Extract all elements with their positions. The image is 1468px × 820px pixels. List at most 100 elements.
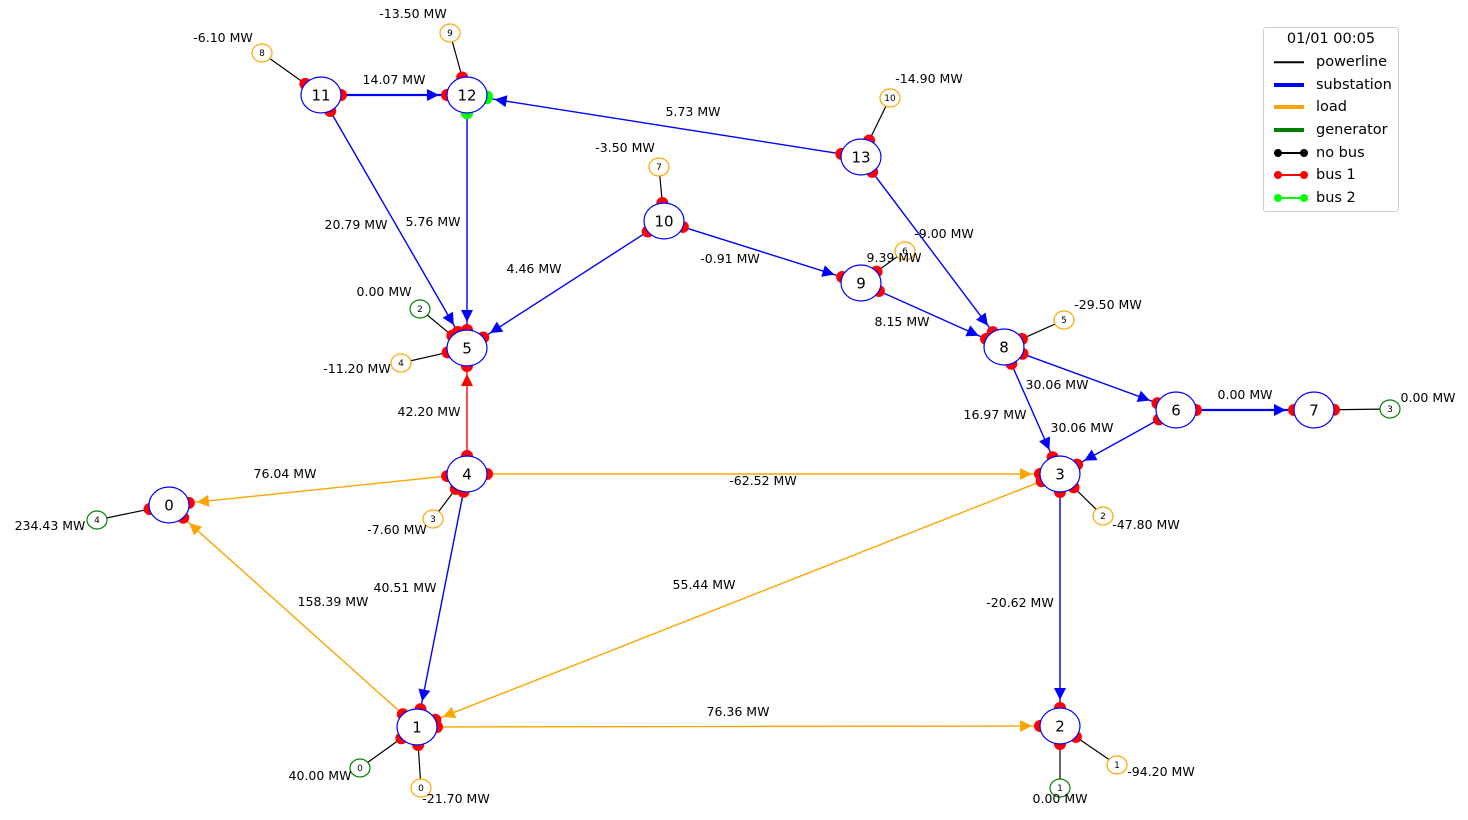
gen-3[interactable]: 3 xyxy=(1333,399,1401,419)
load-8[interactable]: 8 xyxy=(251,43,306,85)
load-9[interactable]: 9 xyxy=(439,23,463,78)
powerline-1-2[interactable] xyxy=(436,720,1041,733)
powerline-11-12[interactable] xyxy=(341,89,447,101)
powerline-10-9[interactable] xyxy=(682,226,843,278)
substation-10[interactable]: 10 xyxy=(643,202,685,240)
legend-title: 01/01 00:05 xyxy=(1286,31,1376,47)
injection-value: 9.39 MW xyxy=(867,250,922,265)
flow-label: 16.97 MW xyxy=(964,407,1027,422)
flow-arrow xyxy=(965,325,979,337)
injection-value: 0.00 MW xyxy=(357,284,412,299)
legend-symbol xyxy=(1266,123,1316,137)
gen-2[interactable]: 2 xyxy=(409,299,453,337)
flow-arrow xyxy=(1136,390,1150,402)
injection-value: 40.00 MW xyxy=(289,768,352,783)
substation-8[interactable]: 8 xyxy=(983,328,1025,366)
load-2[interactable]: 2 xyxy=(1073,486,1114,526)
powerline-4-1[interactable] xyxy=(418,491,465,710)
substation-label: 7 xyxy=(1309,402,1319,420)
legend-item-bus-1: bus 1 xyxy=(1264,164,1398,187)
flow-label: 5.73 MW xyxy=(666,104,721,119)
load-0[interactable]: 0 xyxy=(410,744,432,798)
substation-1[interactable]: 1 xyxy=(396,708,438,746)
load-3[interactable]: 3 xyxy=(422,488,457,529)
substation-2[interactable]: 2 xyxy=(1039,707,1081,745)
powerline-4-5[interactable] xyxy=(461,366,473,456)
legend-symbol xyxy=(1266,191,1316,205)
injection-id: 0 xyxy=(418,784,424,794)
gen-1[interactable]: 1 xyxy=(1049,744,1071,798)
legend-symbol xyxy=(1266,78,1316,92)
gen-0[interactable]: 0 xyxy=(349,737,402,778)
injection-value: -29.50 MW xyxy=(1074,297,1141,312)
powerline-13-8[interactable] xyxy=(871,171,994,333)
load-4[interactable]: 4 xyxy=(390,351,448,373)
flow-label: 4.46 MW xyxy=(507,261,562,276)
gen-4[interactable]: 4 xyxy=(86,508,150,530)
flow-label: -20.62 MW xyxy=(986,595,1053,610)
powerline-1-0[interactable] xyxy=(182,517,404,715)
substation-label: 6 xyxy=(1171,402,1181,420)
flow-arrow xyxy=(442,311,454,326)
load-10[interactable]: 10 xyxy=(868,88,901,141)
injection-value: -13.50 MW xyxy=(379,6,446,21)
flow-label: 14.07 MW xyxy=(363,72,426,87)
legend-label: no bus xyxy=(1316,144,1365,161)
powerline-10-5[interactable] xyxy=(482,230,649,339)
injection-value: -7.60 MW xyxy=(367,522,426,537)
injection-value: -94.20 MW xyxy=(1127,764,1194,779)
load-6[interactable]: 6 xyxy=(876,241,916,273)
flow-label: 76.04 MW xyxy=(254,466,317,481)
powerline-12-5[interactable] xyxy=(461,113,473,330)
flow-label: 158.39 MW xyxy=(298,594,369,609)
substation-11[interactable]: 11 xyxy=(300,76,342,114)
substation-label: 12 xyxy=(457,87,476,105)
load-marker xyxy=(422,509,444,529)
powerline-3-2[interactable] xyxy=(1054,492,1066,708)
powerline-3-1[interactable] xyxy=(435,480,1042,721)
powerline-9-8[interactable] xyxy=(878,290,987,340)
powerline-8-6[interactable] xyxy=(1022,353,1158,404)
injection-id: 10 xyxy=(884,94,896,104)
flow-label: 20.79 MW xyxy=(325,217,388,232)
injection-value: -21.70 MW xyxy=(422,791,489,806)
injection-id: 4 xyxy=(94,516,100,526)
substation-12[interactable]: 12 xyxy=(446,76,488,114)
legend-symbol xyxy=(1266,168,1316,182)
substation-7[interactable]: 7 xyxy=(1293,391,1335,429)
substation-label: 13 xyxy=(851,149,870,167)
flow-label: -0.91 MW xyxy=(700,251,759,266)
load-7[interactable]: 7 xyxy=(648,157,670,204)
substation-0[interactable]: 0 xyxy=(148,486,190,524)
load-5[interactable]: 5 xyxy=(1021,310,1075,340)
substation-9[interactable]: 9 xyxy=(840,264,882,302)
substation-13[interactable]: 13 xyxy=(840,138,882,176)
substation-label: 10 xyxy=(654,213,673,231)
powerline-6-3[interactable] xyxy=(1076,418,1160,466)
flow-arrow xyxy=(461,310,473,322)
legend-label: load xyxy=(1316,99,1347,116)
injection-value: -11.20 MW xyxy=(323,361,390,376)
substation-4[interactable]: 4 xyxy=(446,455,488,493)
powerline-6-7[interactable] xyxy=(1196,404,1294,416)
substation-6[interactable]: 6 xyxy=(1155,391,1197,429)
substation-label: 3 xyxy=(1055,466,1065,484)
injection-value: -47.80 MW xyxy=(1112,517,1179,532)
substation-3[interactable]: 3 xyxy=(1039,455,1081,493)
powerline-4-3[interactable] xyxy=(487,468,1040,480)
injection-id: 1 xyxy=(1057,784,1063,794)
load-1[interactable]: 1 xyxy=(1075,736,1128,775)
powerline-13-12[interactable] xyxy=(486,95,842,155)
substation-5[interactable]: 5 xyxy=(446,329,488,367)
legend-symbol xyxy=(1266,55,1316,69)
flow-arrow xyxy=(821,265,835,277)
powerline-11-5[interactable] xyxy=(329,110,459,333)
flow-arrow xyxy=(494,95,508,108)
injection-id: 3 xyxy=(1387,405,1393,415)
powerline-4-0[interactable] xyxy=(188,475,448,507)
powerline-8-3[interactable] xyxy=(1010,363,1054,458)
flow-arrow xyxy=(189,523,203,536)
injection-id: 2 xyxy=(1100,512,1106,522)
